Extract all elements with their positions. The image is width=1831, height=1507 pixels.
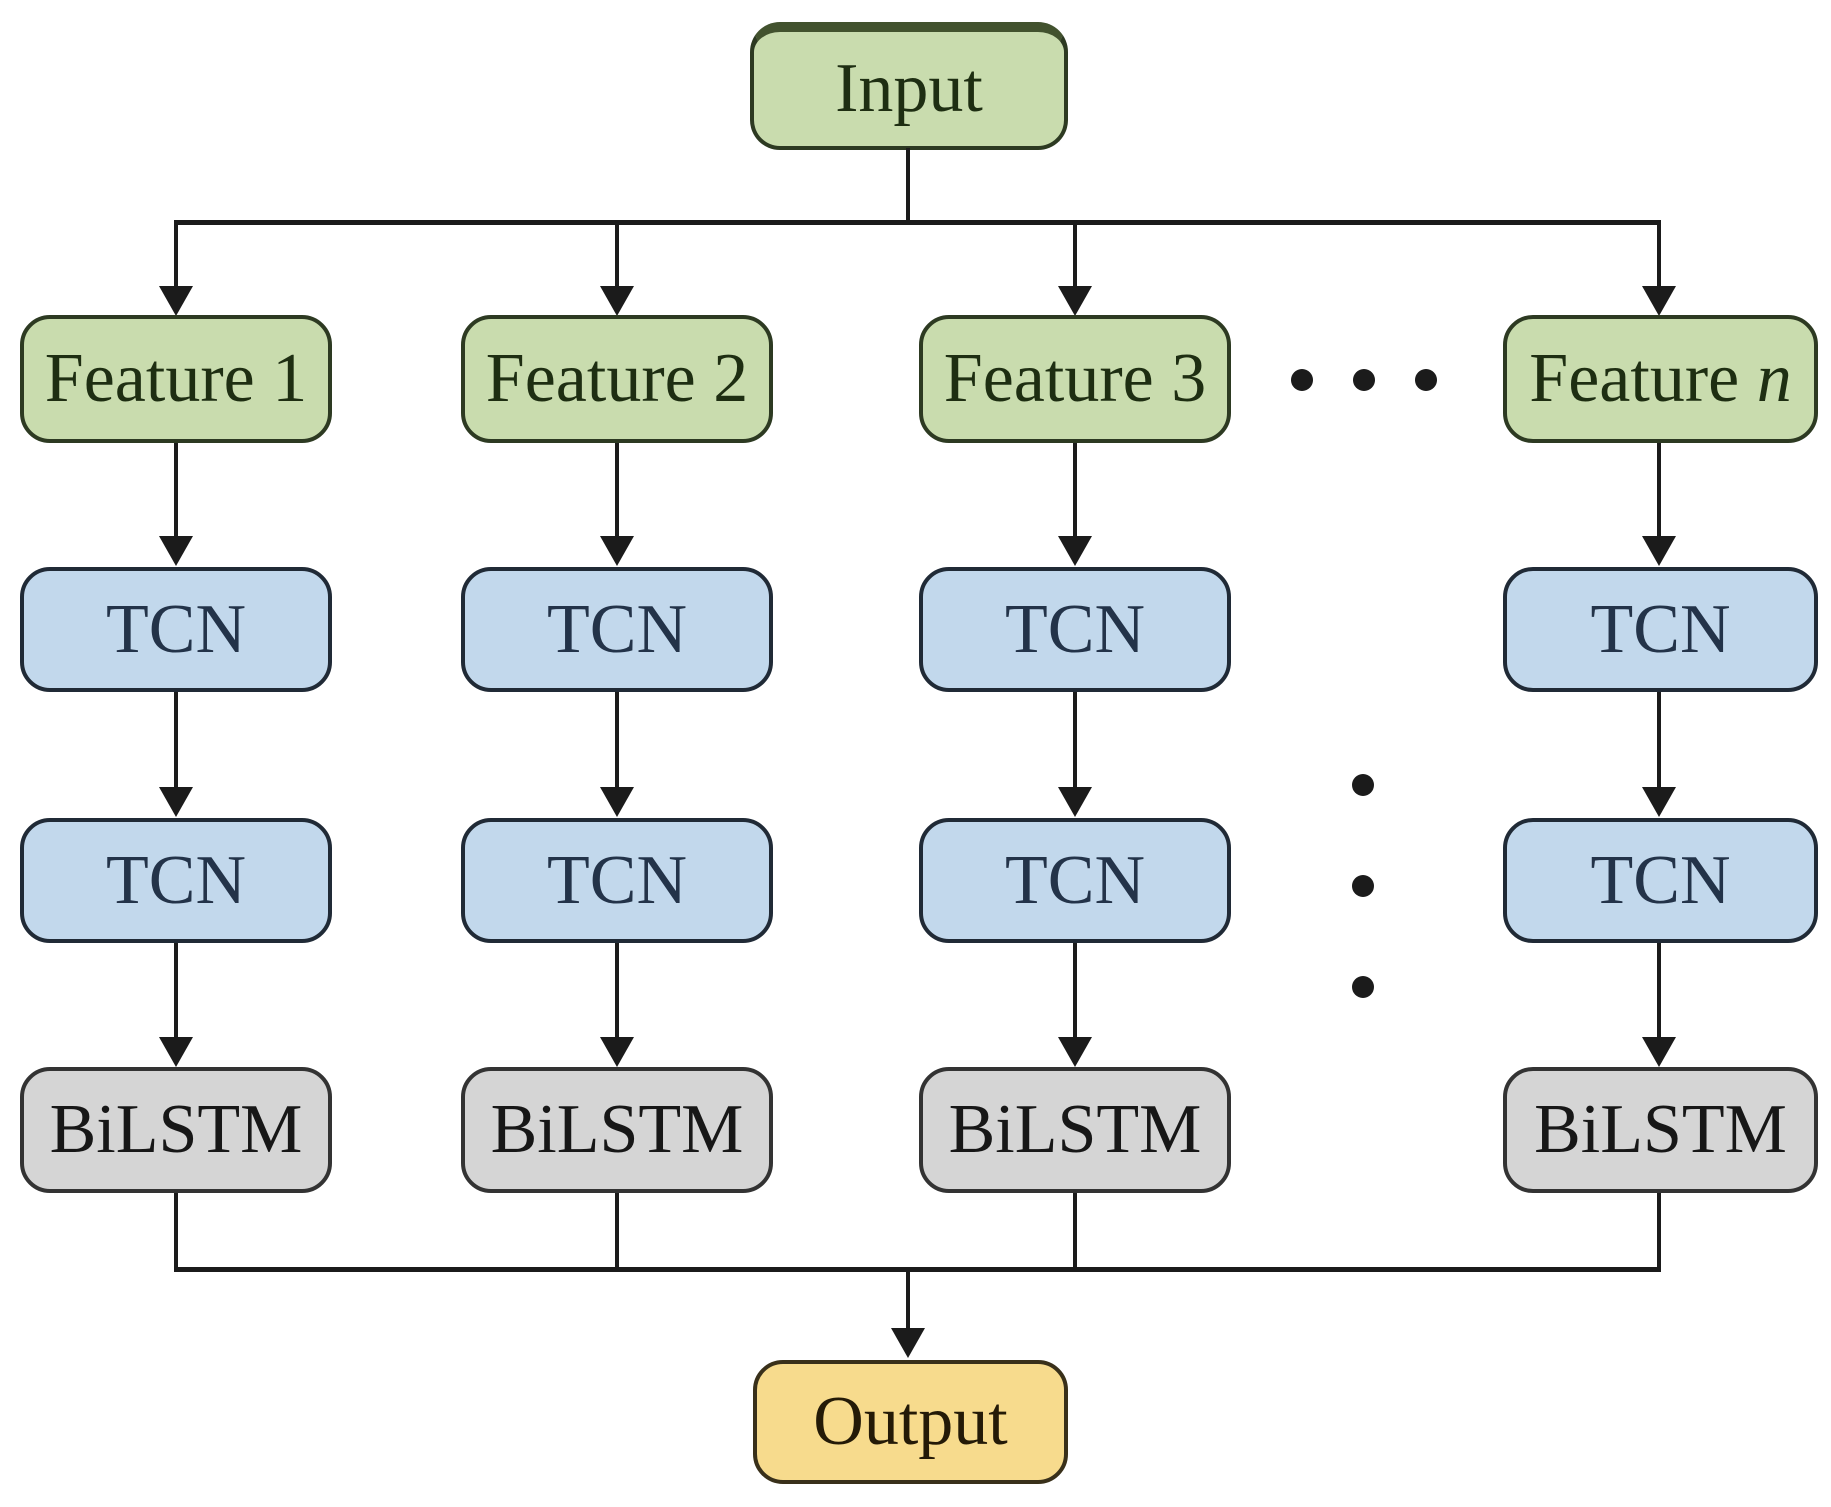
arrowhead-feature-tcn-col4 <box>1642 536 1676 566</box>
bilstm-n-node: BiLSTM <box>1503 1067 1818 1193</box>
arrowhead-tcn-bilstm-col3 <box>1058 1037 1092 1067</box>
horizontal-ellipsis <box>1291 369 1437 391</box>
feature-2-node: Feature 2 <box>461 315 773 443</box>
bilstm-3-node: BiLSTM <box>919 1067 1231 1193</box>
arrow-line-split-col3 <box>1073 223 1077 288</box>
arrowhead-split-col2 <box>600 286 634 316</box>
arrowhead-feature-tcn-col2 <box>600 536 634 566</box>
tcn-upper-n-label: TCN <box>1590 590 1731 668</box>
arrowhead-tcn-tcn-col2 <box>600 787 634 817</box>
arrow-line-split-col2 <box>615 223 619 288</box>
collect-connector <box>174 1267 1661 1272</box>
tcn-lower-n-node: TCN <box>1503 818 1818 943</box>
arrow-line-split-col1 <box>174 223 178 288</box>
arrow-line-tcn-tcn-col2 <box>615 692 619 789</box>
ellipsis-dot <box>1353 369 1375 391</box>
tcn-upper-1-label: TCN <box>106 590 246 668</box>
arrow-line-feature-tcn-col2 <box>615 443 619 538</box>
arrowhead-split-col1 <box>159 286 193 316</box>
tcn-lower-n-label: TCN <box>1590 841 1731 919</box>
split-connector <box>174 220 1661 225</box>
arrowhead-tcn-bilstm-col1 <box>159 1037 193 1067</box>
feature-n-variable: n <box>1756 340 1792 417</box>
arrow-line-feature-tcn-col3 <box>1073 443 1077 538</box>
tcn-upper-1-node: TCN <box>20 567 332 692</box>
arrowhead-tcn-tcn-col4 <box>1642 787 1676 817</box>
bilstm-drop-col1 <box>174 1193 178 1269</box>
bilstm-drop-col3 <box>1073 1193 1077 1269</box>
input-node: Input <box>750 22 1068 150</box>
feature-n-label: Feature n <box>1529 340 1792 417</box>
bilstm-drop-col2 <box>615 1193 619 1269</box>
arrowhead-tcn-bilstm-col2 <box>600 1037 634 1067</box>
arrowhead-tcn-tcn-col1 <box>159 787 193 817</box>
bilstm-1-node: BiLSTM <box>20 1067 332 1193</box>
tcn-lower-3-label: TCN <box>1005 841 1145 919</box>
bilstm-2-node: BiLSTM <box>461 1067 773 1193</box>
tcn-upper-3-node: TCN <box>919 567 1231 692</box>
tcn-lower-2-node: TCN <box>461 818 773 943</box>
arrow-line-feature-tcn-col4 <box>1657 443 1661 538</box>
input-label: Input <box>835 50 983 127</box>
arrowhead-feature-tcn-col1 <box>159 536 193 566</box>
feature-1-node: Feature 1 <box>20 315 332 443</box>
tcn-upper-n-node: TCN <box>1503 567 1818 692</box>
bilstm-2-label: BiLSTM <box>490 1091 744 1168</box>
ellipsis-dot <box>1352 875 1374 897</box>
ellipsis-dot <box>1352 774 1374 796</box>
arrow-line-feature-tcn-col1 <box>174 443 178 538</box>
tcn-lower-1-node: TCN <box>20 818 332 943</box>
feature-n-node: Feature n <box>1503 315 1818 443</box>
output-node: Output <box>753 1360 1068 1484</box>
feature-2-label: Feature 2 <box>485 340 749 417</box>
tcn-lower-3-node: TCN <box>919 818 1231 943</box>
arrowhead-tcn-bilstm-col4 <box>1642 1037 1676 1067</box>
arrow-line-split-col4 <box>1657 223 1661 288</box>
arrow-line-tcn-bilstm-col2 <box>615 943 619 1039</box>
bilstm-n-label: BiLSTM <box>1534 1091 1787 1168</box>
tcn-upper-2-node: TCN <box>461 567 773 692</box>
tcn-upper-3-label: TCN <box>1005 590 1145 668</box>
arrow-line-tcn-tcn-col3 <box>1073 692 1077 789</box>
ellipsis-dot <box>1415 369 1437 391</box>
ellipsis-dot <box>1352 976 1374 998</box>
arrowhead-tcn-tcn-col3 <box>1058 787 1092 817</box>
arrow-line-tcn-bilstm-col1 <box>174 943 178 1039</box>
feature-3-node: Feature 3 <box>919 315 1231 443</box>
tcn-lower-2-label: TCN <box>547 841 687 919</box>
bilstm-3-label: BiLSTM <box>948 1091 1202 1168</box>
vertical-ellipsis <box>1352 774 1374 998</box>
tcn-lower-1-label: TCN <box>106 841 246 919</box>
arrowhead-split-col3 <box>1058 286 1092 316</box>
arrowhead-output <box>891 1328 925 1358</box>
arrow-line-tcn-bilstm-col4 <box>1657 943 1661 1039</box>
bilstm-drop-col4 <box>1657 1193 1661 1269</box>
arrow-line-output <box>906 1272 910 1330</box>
arrow-line-tcn-bilstm-col3 <box>1073 943 1077 1039</box>
arrowhead-split-col4 <box>1642 286 1676 316</box>
bilstm-1-label: BiLSTM <box>49 1091 303 1168</box>
ellipsis-dot <box>1291 369 1313 391</box>
feature-3-label: Feature 3 <box>943 340 1207 417</box>
output-label: Output <box>813 1383 1008 1460</box>
input-drop-connector <box>906 148 910 222</box>
feature-1-label: Feature 1 <box>44 340 308 417</box>
arrow-line-tcn-tcn-col1 <box>174 692 178 789</box>
tcn-upper-2-label: TCN <box>547 590 687 668</box>
arrowhead-feature-tcn-col3 <box>1058 536 1092 566</box>
arrow-line-tcn-tcn-col4 <box>1657 692 1661 789</box>
